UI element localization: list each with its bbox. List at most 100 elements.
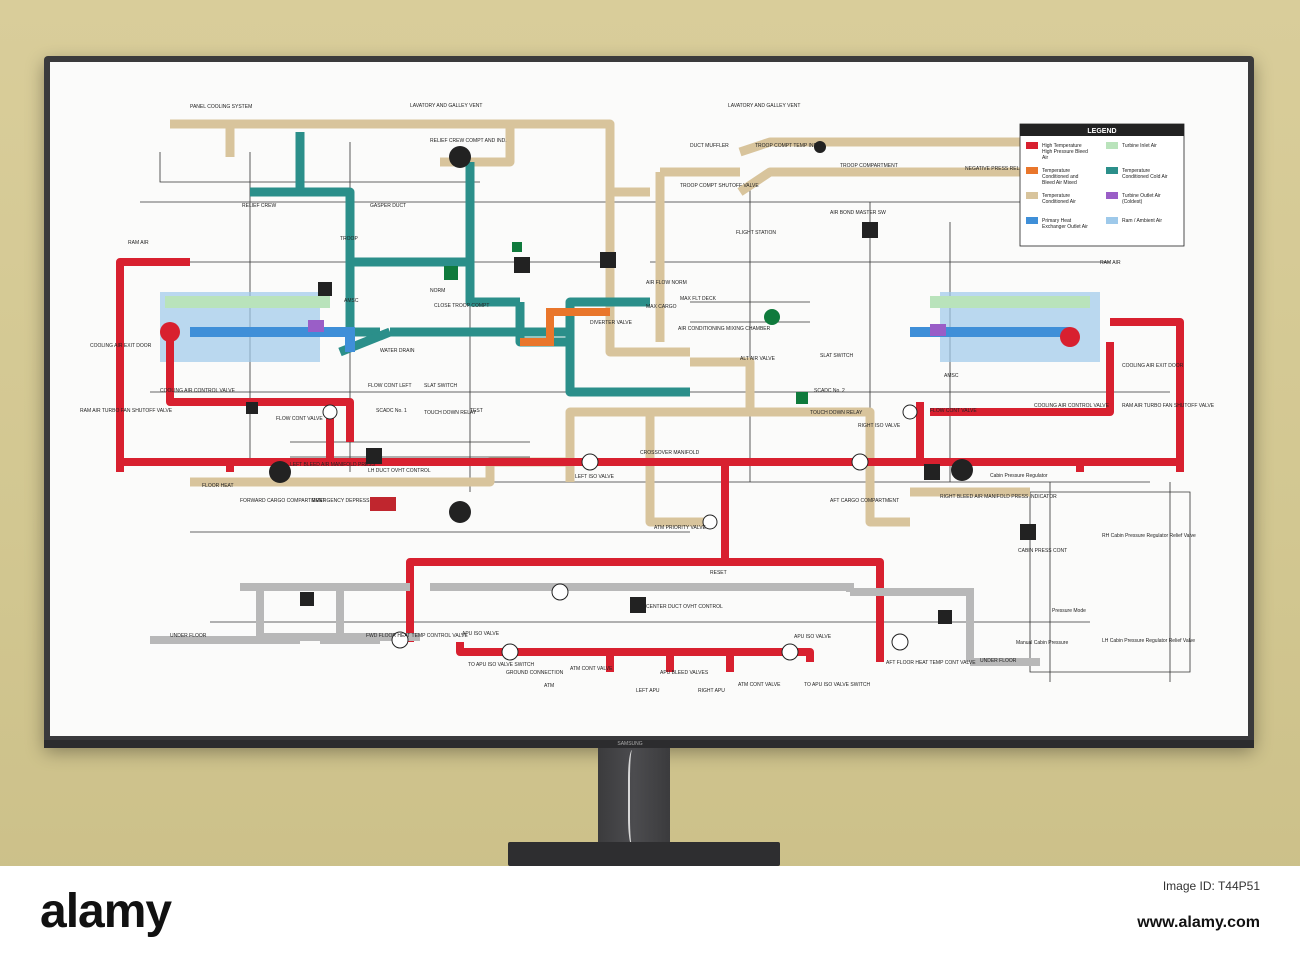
legend-swatch <box>1106 217 1118 224</box>
label-slat-switch-right: SLAT SWITCH <box>820 353 854 359</box>
alamy-logo: alamy <box>40 885 172 938</box>
label-apu-iso-left: APU ISO VALVE <box>462 631 500 637</box>
right-pack <box>910 292 1100 362</box>
label-amsc-left: AMSC <box>344 298 359 304</box>
label-to-apu-iso-left: TO APU ISO VALVE SWITCH <box>468 662 535 668</box>
control-boxes <box>246 222 1036 624</box>
label-flow-cont-left: FLOW CONT VALVE <box>276 416 323 422</box>
label-relief-crew-temp: RELIEF CREW COMPT AND IND. <box>430 138 507 144</box>
label-apu-bleed: APU BLEED VALVES <box>660 670 709 676</box>
ecs-schematic: PANEL COOLING SYSTEM LAVATORY AND GALLEY… <box>80 103 1215 694</box>
label-cooling-exit-left: COOLING AIR EXIT DOOR <box>90 343 152 349</box>
label-ac-mixing: AIR CONDITIONING MIXING CHAMBER <box>678 326 771 332</box>
label-touch-down-right: TOUCH DOWN RELAY <box>810 410 863 416</box>
image-id: Image ID: T44P51 <box>1162 879 1260 893</box>
legend-swatch <box>1026 217 1038 224</box>
label-flow-cont-left-sw: FLOW CONT LEFT <box>368 383 412 389</box>
valves <box>322 404 918 661</box>
label-scadc-2: SCADC No. 2 <box>814 388 845 394</box>
label-cooling-ctrl-left: COOLING AIR CONTROL VALVE <box>160 388 236 394</box>
label-emergency-depress: EMERGENCY DEPRESS <box>312 498 370 504</box>
label-lh-duct-ovht: LH DUCT OVHT CONTROL <box>368 468 431 474</box>
label-manual-cabin: Manual Cabin Pressure <box>1016 640 1068 646</box>
label-flow-cont-right: FLOW CONT VALVE <box>930 408 977 414</box>
label-right-bleed: RIGHT BLEED AIR MANIFOLD PRESS INDICATOR <box>940 494 1057 500</box>
label-air-flow: AIR FLOW NORM <box>646 280 687 286</box>
label-duct-muffler: DUCT MUFFLER <box>690 143 729 149</box>
alamy-url: www.alamy.com <box>1137 914 1260 931</box>
label-right-iso: RIGHT ISO VALVE <box>858 423 901 429</box>
label-norm: NORM <box>430 288 445 294</box>
label-to-apu-iso-right: TO APU ISO VALVE SWITCH <box>804 682 871 688</box>
label-crossover: CROSSOVER MANIFOLD <box>640 450 700 456</box>
label-airbond: AIR BOND MASTER SW <box>830 210 886 216</box>
tv-monitor: PANEL COOLING SYSTEM LAVATORY AND GALLEY… <box>44 56 1254 746</box>
label-ground-connection: GROUND CONNECTION <box>506 670 564 676</box>
grey-floor-ducts <box>150 583 1040 666</box>
label-ram-air-right: RAM AIR <box>1100 260 1121 266</box>
label-lh-relief: LH Cabin Pressure Regulator Relief Valve <box>1102 638 1195 644</box>
label-lav-vent-left: LAVATORY AND GALLEY VENT <box>410 103 482 109</box>
label-apu-iso-right: APU ISO VALVE <box>794 634 832 640</box>
legend-label: Conditioned Cold Air <box>1122 174 1168 180</box>
green-indicators <box>444 242 808 404</box>
legend-label: Primary Heat <box>1042 218 1072 224</box>
label-atm-priority: ATM PRIORITY VALVE <box>654 525 707 531</box>
label-negative-press: NEGATIVE PRESS RELIEF VALVES <box>965 166 1048 172</box>
legend-label: Bleed Air Mixed <box>1042 180 1077 186</box>
label-aft-cargo: AFT CARGO COMPARTMENT <box>830 498 899 504</box>
label-max-cargo: MAX CARGO <box>646 304 677 310</box>
power-cable <box>628 750 642 846</box>
label-gasper-duct: GASPER DUCT <box>370 203 406 209</box>
tv-chin <box>44 740 1254 748</box>
label-test: TEST <box>470 408 483 414</box>
label-cabin-press-reg: Cabin Pressure Regulator <box>990 473 1048 479</box>
legend-label: Ram / Ambient Air <box>1122 218 1162 224</box>
left-pack <box>160 292 355 362</box>
tv-screen: PANEL COOLING SYSTEM LAVATORY AND GALLEY… <box>50 62 1248 736</box>
emergency-depress-handle <box>370 497 396 511</box>
label-water-drain: WATER DRAIN <box>380 348 415 354</box>
legend-label: Temperature <box>1122 168 1150 174</box>
label-max-deck: MAX FLT DECK <box>680 296 717 302</box>
label-left-bleed: LEFT BLEED AIR MANIFOLD PRESS <box>290 462 376 468</box>
label-troop: TROOP <box>340 236 358 242</box>
label-diverter: DIVERTER VALVE <box>590 320 633 326</box>
label-left-iso: LEFT ISO VALVE <box>575 474 615 480</box>
label-rh-relief: RH Cabin Pressure Regulator Relief Valve <box>1102 533 1196 539</box>
legend-label: Conditioned Air <box>1042 199 1076 205</box>
gauges <box>269 141 973 523</box>
label-ram-air-left: RAM AIR <box>128 240 149 246</box>
label-fwd-floor-heat: FWD FLOOR HEAT TEMP CONTROL VALVE <box>366 633 468 639</box>
label-slat-switch-left: SLAT SWITCH <box>424 383 458 389</box>
label-troop-compt-temp: TROOP COMPT TEMP IND <box>755 143 818 149</box>
label-atm-cont-left: ATM CONT VALVE <box>570 666 613 672</box>
legend-label: Conditioned and <box>1042 174 1079 180</box>
label-alt-air: ALT AIR VALVE <box>740 356 776 362</box>
legend-swatch <box>1026 192 1038 199</box>
label-aft-floor: AFT FLOOR HEAT TEMP CONT VALVE <box>886 660 976 666</box>
label-right-apu: RIGHT APU <box>698 688 725 694</box>
label-left-apu: LEFT APU <box>636 688 660 694</box>
legend-label: Air <box>1042 155 1048 161</box>
legend-label: Temperature <box>1042 168 1070 174</box>
legend-swatch <box>1026 167 1038 174</box>
label-cabin-press-cont: CABIN PRESS CONT <box>1018 548 1067 554</box>
label-troop-compartment: TROOP COMPARTMENT <box>840 163 898 169</box>
red-bleed-ducts <box>116 258 1184 672</box>
label-panel-cooling: PANEL COOLING SYSTEM <box>190 104 252 110</box>
legend-swatch <box>1106 142 1118 149</box>
legend-label: High Temperature <box>1042 143 1082 149</box>
label-cooling-ctrl-right: COOLING AIR CONTROL VALVE <box>1034 403 1110 409</box>
label-touch-down-left: TOUCH DOWN RELAY <box>424 410 477 416</box>
label-ram-turbo-right: RAM AIR TURBO FAN SHUTOFF VALVE <box>1122 403 1215 409</box>
orange-duct <box>520 308 610 346</box>
label-reset: RESET <box>710 570 727 576</box>
legend-label: Exchanger Outlet Air <box>1042 224 1088 230</box>
legend-label: Turbine Inlet Air <box>1122 143 1157 149</box>
tv-stand-base <box>508 842 780 866</box>
legend-title: LEGEND <box>1087 128 1116 135</box>
label-scadc-1: SCADC No. 1 <box>376 408 407 414</box>
legend-label: Temperature <box>1042 193 1070 199</box>
